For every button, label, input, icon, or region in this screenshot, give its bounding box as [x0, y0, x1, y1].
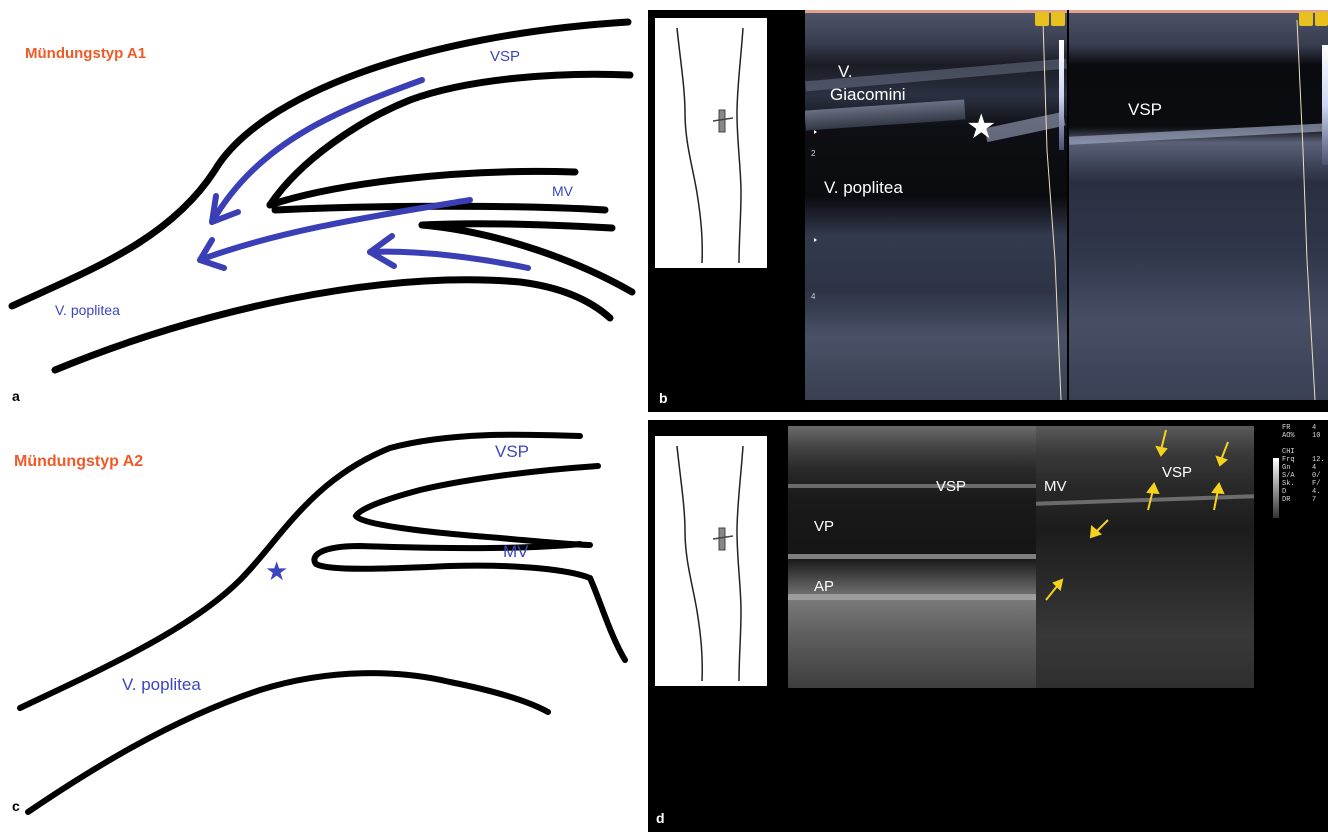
vsp-left-label: VSP — [936, 478, 966, 495]
ultrasound-image-right — [1069, 10, 1328, 400]
depth-marker: 4 — [811, 292, 815, 301]
v-giacomini-label-line2: Giacomini — [830, 85, 906, 105]
panel-a: Mündungstyp A1 VSP MV V. poplitea a — [0, 0, 645, 412]
star-icon: ★ — [966, 110, 996, 144]
vsp-label: VSP — [1128, 100, 1162, 120]
probe-icon — [1315, 12, 1328, 26]
panel-d: FR AO% CHI Frq Gn S/A Sk. D DR 4 10 12. … — [648, 420, 1328, 832]
vsp-label: VSP — [490, 48, 520, 65]
probe-icon — [1051, 12, 1065, 26]
v-giacomini-label-line1: V. — [838, 62, 853, 82]
probe-icon — [1035, 12, 1049, 26]
panel-letter-b: b — [659, 390, 668, 406]
yellow-arrows — [648, 420, 1328, 832]
knee-diagram-inset — [655, 18, 767, 268]
ap-label: AP — [814, 578, 834, 595]
probe-icon — [1299, 12, 1313, 26]
panel-letter-c: c — [12, 798, 20, 814]
panel-a-title: Mündungstyp A1 — [25, 45, 146, 62]
panel-c-title: Mündungstyp A2 — [14, 453, 143, 471]
panel-letter-a: a — [12, 388, 20, 404]
vp-label: VP — [814, 518, 834, 535]
panel-c: Mündungstyp A2 VSP MV ★ V. poplitea c — [0, 420, 645, 832]
panel-letter-d: d — [656, 810, 665, 826]
leg-outline-icon — [655, 18, 767, 268]
vpoplitea-label: V. poplitea — [122, 675, 201, 695]
depth-marker: 2 — [811, 149, 815, 158]
v-poplitea-label: V. poplitea — [824, 178, 903, 198]
scan-needle-line — [1069, 10, 1328, 400]
vsp-label: VSP — [495, 442, 529, 462]
junction-type-a2-sketch — [0, 420, 645, 832]
vsp-right-label: VSP — [1162, 464, 1192, 481]
mv-label: MV — [552, 183, 573, 199]
vpoplitea-label: V. poplitea — [55, 302, 120, 318]
star-icon: ★ — [265, 558, 288, 584]
panel-b: V. Giacomini ★ V. poplitea VSP 2 4 b — [648, 10, 1328, 412]
mv-label: MV — [503, 542, 529, 562]
mv-label: MV — [1044, 478, 1067, 495]
